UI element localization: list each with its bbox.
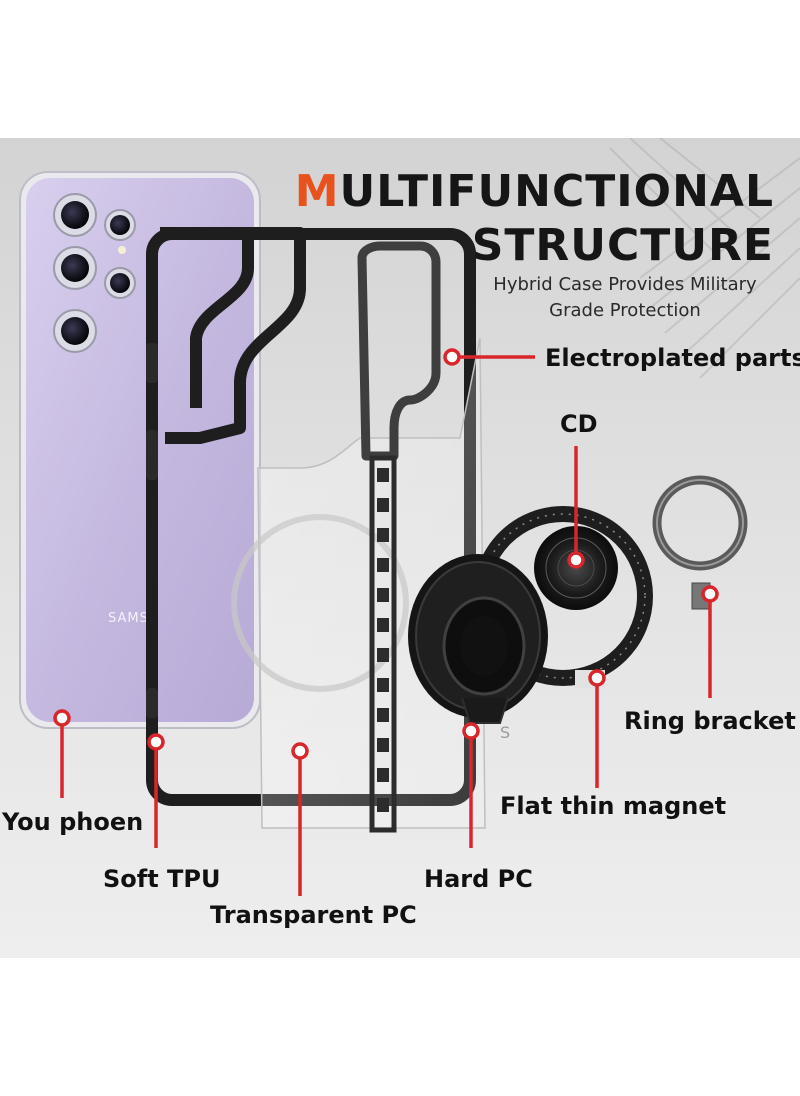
label-you-phoen: You phoen [2, 808, 144, 836]
label-soft-tpu: Soft TPU [103, 865, 221, 893]
phone: SAMSU [19, 171, 261, 729]
title-line1-text: ULTIFUNCTIONAL [339, 166, 774, 217]
page-title-line1: MULTIFUNCTIONAL [295, 170, 774, 214]
electroplated-frame [357, 241, 441, 833]
title-accent-letter: M [294, 166, 340, 217]
phone-brand-text: SAMSU [108, 611, 159, 626]
hard-pc-holder: S [408, 554, 548, 742]
label-transparent-pc: Transparent PC [210, 901, 417, 929]
label-electroplated-parts: Electroplated parts [545, 344, 800, 372]
callout-lines [60, 355, 712, 896]
callout-dots [53, 348, 719, 760]
camera-lens-icon [53, 193, 136, 353]
label-ring-bracket: Ring bracket [624, 707, 796, 735]
label-flat-thin-magnet: Flat thin magnet [500, 792, 727, 820]
product-infographic: SAMSU [0, 138, 800, 958]
leaf-shadow-decoration [609, 138, 800, 379]
subtitle-line2: Grade Protection [549, 300, 701, 321]
subtitle-line1: Hybrid Case Provides Military [493, 274, 757, 295]
product-illustration: SAMSU [19, 138, 800, 896]
svg-text:S: S [500, 723, 510, 742]
page-title-line2: STRUCTURE [471, 220, 774, 271]
label-hard-pc: Hard PC [424, 865, 533, 893]
ring-bracket [652, 475, 748, 610]
label-cd: CD [560, 410, 598, 438]
